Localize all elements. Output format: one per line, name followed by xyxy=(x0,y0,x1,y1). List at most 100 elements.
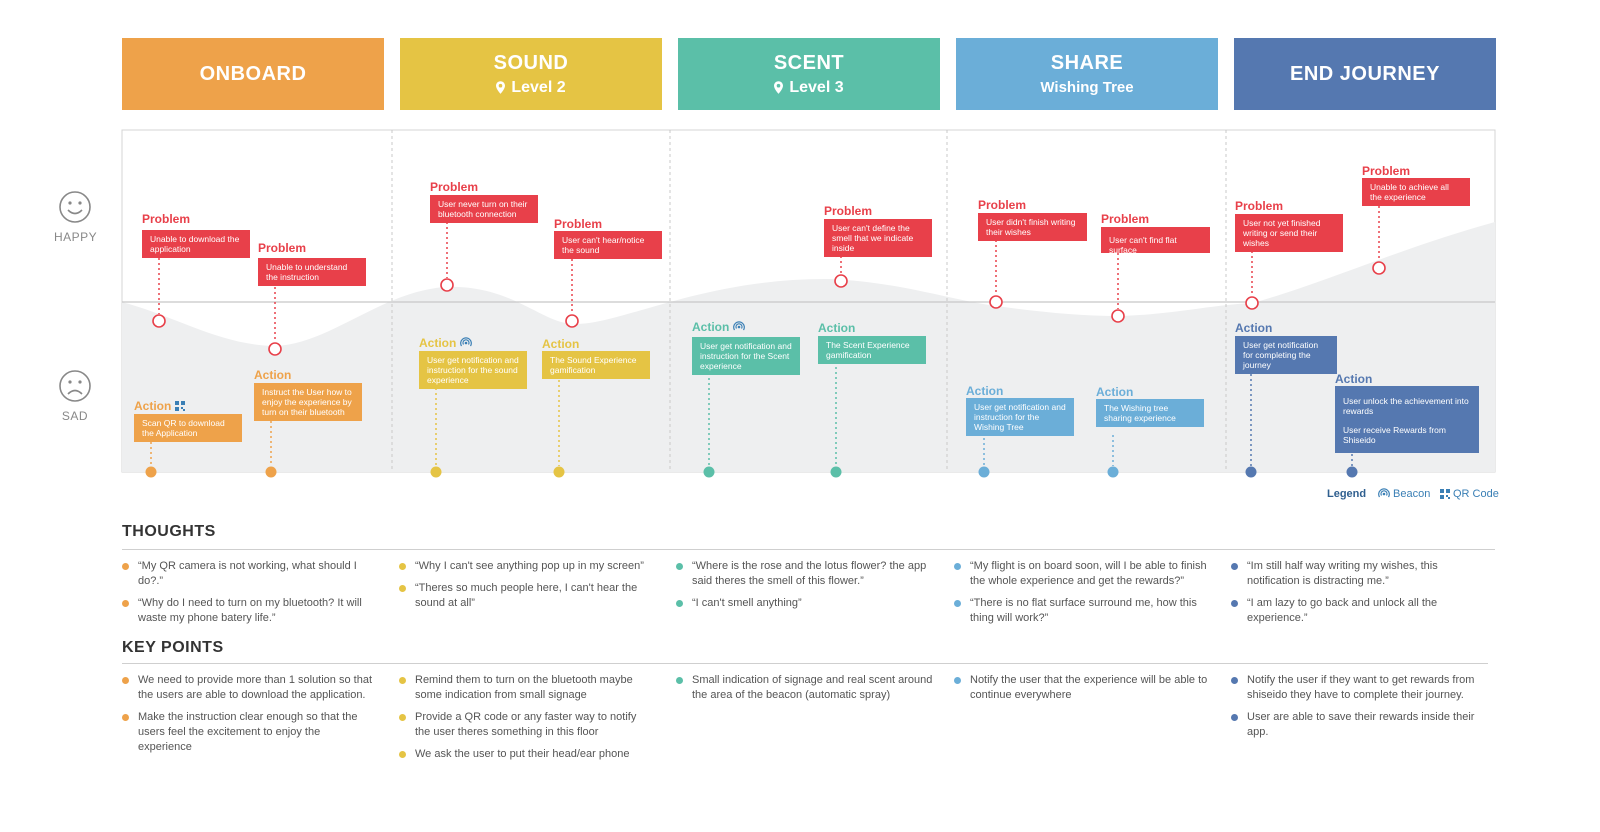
qr-code-icon xyxy=(1440,489,1450,499)
action-point xyxy=(703,466,715,478)
action-point xyxy=(1346,466,1358,478)
phase-end-journey: END JOURNEY xyxy=(1234,38,1496,110)
action-line: User receive Rewards from Shiseido xyxy=(1343,425,1446,445)
problem-tag: Problem xyxy=(258,241,307,255)
problem-tag: Problem xyxy=(1235,199,1284,213)
action-box: The Wishing tree sharing experience xyxy=(1096,399,1204,427)
phase-title: ONBOARD xyxy=(199,62,307,85)
problem-box: User not yet finished writing or send th… xyxy=(1235,214,1343,252)
keypoint-item: Small indication of signage and real sce… xyxy=(676,673,938,703)
keypoints-column-end-journey: Notify the user if they want to get rewa… xyxy=(1231,673,1487,747)
phase-share: SHARE Wishing Tree xyxy=(956,38,1218,110)
bullet-text: “Where is the rose and the lotus flower?… xyxy=(692,560,927,587)
keypoints-column-scent: Small indication of signage and real sce… xyxy=(676,673,938,710)
problem-tag: Problem xyxy=(1362,164,1411,178)
keypoints-divider xyxy=(122,663,1488,664)
action-point xyxy=(430,466,442,478)
qr-code-icon xyxy=(174,401,185,411)
bullet-dot-icon xyxy=(1231,677,1238,684)
bullet-text: “My QR camera is not working, what shoul… xyxy=(138,560,357,587)
keypoints-column-share: Notify the user that the experience will… xyxy=(954,673,1216,710)
problem-tag: Problem xyxy=(824,204,873,218)
keypoint-item: Notify the user if they want to get rewa… xyxy=(1231,673,1487,703)
thought-item: “My QR camera is not working, what shoul… xyxy=(122,559,372,589)
action-box: User unlock the achievement into rewards… xyxy=(1335,386,1479,453)
problem-box: User can't define the smell that we indi… xyxy=(824,219,932,257)
bullet-text: We need to provide more than 1 solution … xyxy=(138,674,372,701)
location-pin-icon xyxy=(774,81,784,94)
problem-box: User didn't finish writing their wishes xyxy=(978,213,1087,241)
sad-label: SAD xyxy=(61,409,89,423)
bullet-text: “I am lazy to go back and unlock all the… xyxy=(1247,597,1438,624)
thoughts-column-sound: “Why I can't see anything pop up in my s… xyxy=(399,559,651,618)
bullet-text: “Why do I need to turn on my bluetooth? … xyxy=(138,597,362,624)
problem-tag: Problem xyxy=(142,212,191,226)
action-box: User get notification and instruction fo… xyxy=(419,351,527,389)
keypoints-heading: KEY POINTS xyxy=(122,639,224,656)
bullet-dot-icon xyxy=(399,677,406,684)
problem-point xyxy=(834,274,848,288)
thought-item: “I can't smell anything” xyxy=(676,596,932,611)
problem-box: User never turn on their bluetooth conne… xyxy=(430,195,538,223)
bullet-text: “My flight is on board soon, will I be a… xyxy=(970,560,1207,587)
legend-qr-label: QR Code xyxy=(1453,488,1499,500)
problem-box: User can't hear/notice the sound xyxy=(554,231,662,259)
bullet-dot-icon xyxy=(676,563,683,570)
happy-face-icon xyxy=(59,191,91,223)
sad-face-icon xyxy=(59,370,91,402)
problem-point xyxy=(1372,261,1386,275)
thoughts-column-onboard: “My QR camera is not working, what shoul… xyxy=(122,559,372,633)
action-tag: Action xyxy=(818,321,856,335)
bullet-text: We ask the user to put their head/ear ph… xyxy=(415,748,630,760)
problem-box: Unable to achieve all the experience xyxy=(1362,178,1470,206)
bullet-text: “There is no flat surface surround me, h… xyxy=(970,597,1197,624)
bullet-dot-icon xyxy=(1231,714,1238,721)
legend-beacon-label: Beacon xyxy=(1393,488,1431,500)
bullet-dot-icon xyxy=(122,563,129,570)
problem-point xyxy=(268,342,282,356)
keypoint-item: Remind them to turn on the bluetooth may… xyxy=(399,673,651,703)
action-box: Instruct the User how to enjoy the exper… xyxy=(254,383,362,421)
bullet-text: Remind them to turn on the bluetooth may… xyxy=(415,674,633,701)
phase-title: SCENT xyxy=(773,51,845,74)
keypoint-item: Make the instruction clear enough so tha… xyxy=(122,710,372,755)
bullet-text: “Theres so much people here, I can't hea… xyxy=(415,582,638,609)
problem-point xyxy=(1245,296,1259,310)
action-box: The Scent Experience gamification xyxy=(818,336,926,364)
problem-point xyxy=(989,295,1003,309)
thought-item: “Im still half way writing my wishes, th… xyxy=(1231,559,1487,589)
bullet-dot-icon xyxy=(399,563,406,570)
bullet-dot-icon xyxy=(122,600,129,607)
bullet-dot-icon xyxy=(122,677,129,684)
bullet-dot-icon xyxy=(954,677,961,684)
action-box: Scan QR to download the Application xyxy=(134,414,242,442)
action-tag: Action xyxy=(1235,321,1273,335)
bullet-dot-icon xyxy=(954,563,961,570)
bullet-dot-icon xyxy=(399,585,406,592)
bullet-dot-icon xyxy=(122,714,129,721)
phase-onboard: ONBOARD xyxy=(122,38,384,110)
phase-title: SHARE xyxy=(1050,52,1124,74)
bullet-dot-icon xyxy=(399,751,406,758)
problem-tag: Problem xyxy=(430,180,479,194)
problem-point xyxy=(440,278,454,292)
bullet-text: User are able to save their rewards insi… xyxy=(1247,711,1475,738)
bullet-dot-icon xyxy=(676,600,683,607)
happy-label: HAPPY xyxy=(54,230,98,244)
location-pin-icon xyxy=(496,81,506,94)
action-point xyxy=(830,466,842,478)
action-point xyxy=(1107,466,1119,478)
action-point xyxy=(145,466,157,478)
beacon-icon xyxy=(459,337,472,347)
action-point xyxy=(553,466,565,478)
action-tag: Action xyxy=(254,368,292,382)
keypoint-item: Notify the user that the experience will… xyxy=(954,673,1216,703)
action-box: User get notification and instruction fo… xyxy=(692,337,800,375)
action-tag: Action xyxy=(134,399,185,413)
bullet-text: Notify the user if they want to get rewa… xyxy=(1247,674,1475,701)
thoughts-column-scent: “Where is the rose and the lotus flower?… xyxy=(676,559,932,618)
thoughts-heading: THOUGHTS xyxy=(122,523,216,540)
thought-item: “Theres so much people here, I can't hea… xyxy=(399,581,651,611)
thoughts-column-share: “My flight is on board soon, will I be a… xyxy=(954,559,1210,633)
phase-title: END JOURNEY xyxy=(1290,62,1440,85)
